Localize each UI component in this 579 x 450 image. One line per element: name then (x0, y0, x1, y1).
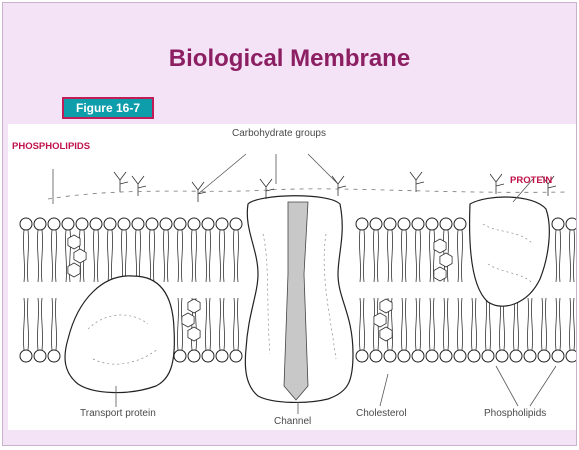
phospholipid-head (440, 350, 452, 362)
phospholipid-head (188, 218, 200, 230)
cholesterol-ring (434, 239, 446, 253)
phospholipid-head (20, 350, 32, 362)
cholesterol-ring (380, 299, 392, 313)
phospholipid-head (118, 218, 130, 230)
phospholipid-head (510, 350, 522, 362)
protein-label: PROTEIN (510, 175, 552, 186)
phospholipid-head (160, 218, 172, 230)
cholesterol-ring (434, 267, 446, 281)
phospholipid-head (202, 350, 214, 362)
phospholipid-head (356, 218, 368, 230)
phospholipid-head (412, 350, 424, 362)
phospholipid-head (34, 350, 46, 362)
phospholipid-head (188, 350, 200, 362)
cholesterol-ring (182, 313, 194, 327)
phospholipid-head (370, 218, 382, 230)
phospholipid-head (132, 218, 144, 230)
phospholipid-head (468, 350, 480, 362)
phospholipid-head (524, 350, 536, 362)
phospholipid-head (370, 350, 382, 362)
phospholipid-head (20, 218, 32, 230)
carbohydrate-chain (332, 176, 346, 196)
phospholipid-head (426, 350, 438, 362)
phospholipid-head (384, 350, 396, 362)
carbohydrate-chain (410, 172, 424, 192)
carbohydrate-chain (192, 182, 206, 202)
cholesterol-ring (440, 253, 452, 267)
phospholipid-head (440, 218, 452, 230)
membrane-diagram (8, 124, 576, 430)
carbohydrate-chain (490, 174, 504, 194)
phospholipid-head (538, 350, 550, 362)
phospholipid-head (454, 218, 466, 230)
transport-protein-label: Transport protein (80, 408, 156, 419)
phospholipid-head (174, 350, 186, 362)
right-protein-shape (470, 197, 550, 306)
slide: Biological Membrane Figure 16-7 (2, 2, 577, 446)
phospholipid-head (398, 218, 410, 230)
cholesterol-ring (74, 249, 86, 263)
phospholipid-head (62, 218, 74, 230)
figure-badge: Figure 16-7 (62, 97, 154, 119)
channel-pore (284, 202, 308, 400)
phospholipid-head (482, 350, 494, 362)
phospholipid-head (566, 218, 576, 230)
phospholipid-head (90, 218, 102, 230)
phospholipid-head (48, 218, 60, 230)
cholesterol-ring (68, 263, 80, 277)
slide-title: Biological Membrane (3, 45, 576, 73)
phospholipid-head (426, 218, 438, 230)
membrane-figure: PHOSPHOLIPIDS PROTEIN Carbohydrate group… (8, 124, 576, 430)
phospholipid-head (412, 218, 424, 230)
phospholipid-head (552, 350, 564, 362)
phospholipid-head (384, 218, 396, 230)
cholesterol-label: Cholesterol (356, 408, 407, 419)
cholesterol-ring (374, 313, 386, 327)
phospholipid-head (230, 218, 242, 230)
cholesterol-ring (380, 327, 392, 341)
carbohydrate-chain (114, 172, 128, 192)
cholesterol-ring (188, 299, 200, 313)
phospholipid-head (174, 218, 186, 230)
phospholipids-label-top: PHOSPHOLIPIDS (12, 141, 90, 152)
phospholipid-head (76, 218, 88, 230)
transport-protein-shape (65, 276, 174, 393)
channel-label: Channel (274, 416, 311, 427)
phospholipid-head (566, 350, 576, 362)
phospholipid-head (552, 218, 564, 230)
phospholipid-head (146, 218, 158, 230)
carbohydrate-chain (260, 179, 274, 199)
cholesterol-ring (188, 327, 200, 341)
phospholipid-head (454, 350, 466, 362)
phospholipid-head (34, 218, 46, 230)
phospholipid-head (356, 350, 368, 362)
cholesterol-ring (68, 235, 80, 249)
carbohydrate-groups-label: Carbohydrate groups (232, 128, 326, 139)
phospholipid-head (496, 350, 508, 362)
phospholipid-head (398, 350, 410, 362)
phospholipid-head (202, 218, 214, 230)
phospholipid-head (216, 350, 228, 362)
carbohydrate-chain (132, 176, 146, 196)
phospholipid-head (230, 350, 242, 362)
phospholipid-head (216, 218, 228, 230)
phospholipid-head (48, 350, 60, 362)
phospholipid-head (104, 218, 116, 230)
phospholipids-label-bottom: Phospholipids (484, 408, 546, 419)
